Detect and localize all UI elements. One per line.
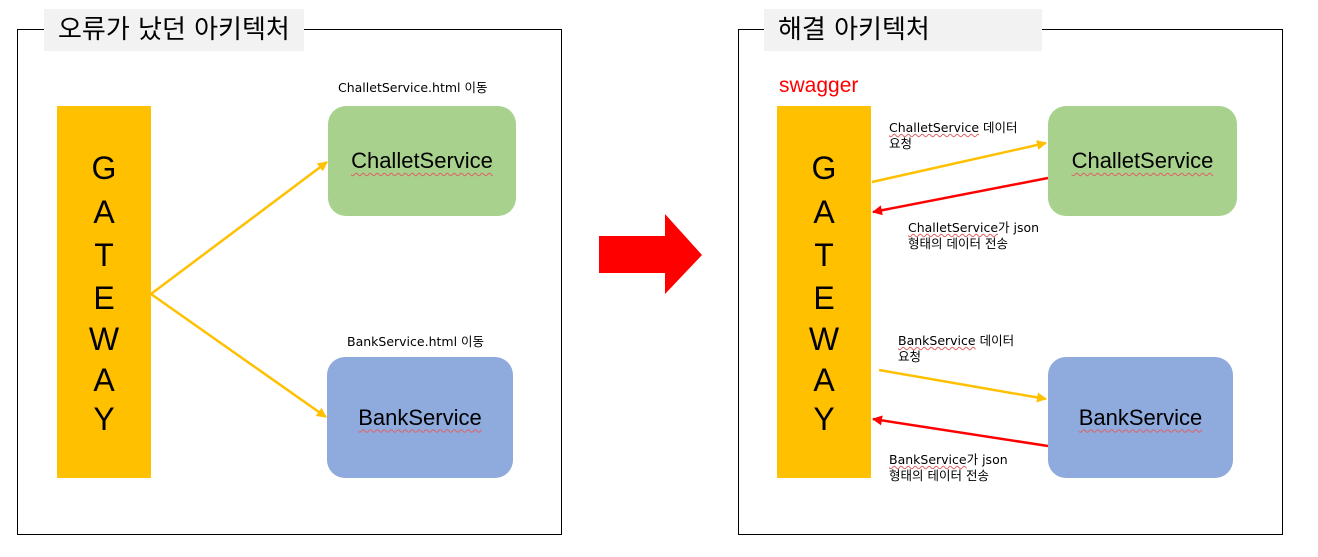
gateway-letter: A (93, 362, 115, 398)
note-service-name: ChalletService (889, 120, 980, 135)
gateway-letter: T (814, 237, 834, 273)
right-gateway: G A T E W A Y (777, 106, 871, 478)
left-bank-note: BankService.html 이동 (347, 334, 485, 349)
left-bank-service-box: BankService (327, 357, 513, 478)
arrow-gateway-to-bank (150, 292, 327, 419)
arrow-challet-response (872, 176, 1049, 216)
challet-response-note: ChalletService가 json 형태의 데이터 전송 (908, 220, 1039, 252)
arrow-bank-request (878, 368, 1047, 403)
gateway-letter: G (91, 150, 117, 186)
note-text: 가 json (966, 452, 1008, 467)
gateway-letter: T (94, 237, 114, 273)
note-service-name: ChalletService (908, 220, 999, 235)
left-challet-service-box: ChalletService (328, 106, 516, 216)
gateway-letter: Y (93, 401, 115, 437)
right-bank-service-box: BankService (1048, 357, 1233, 478)
gateway-letter: A (813, 362, 835, 398)
right-bank-service-label: BankService (1078, 404, 1203, 430)
note-text: 형태의 데이터 전송 (908, 236, 1008, 251)
left-challet-note: ChalletService.html 이동 (338, 80, 488, 95)
left-gateway: G A T E W A Y (57, 106, 151, 478)
right-challet-service-label: ChalletService (1071, 148, 1214, 173)
gateway-letter: A (93, 194, 115, 230)
right-challet-service-box: ChalletService (1048, 106, 1237, 216)
left-challet-service-label: ChalletService (351, 148, 493, 173)
arrow-bank-response (872, 415, 1049, 448)
gateway-letter: E (93, 280, 115, 316)
note-service-name: BankService (898, 333, 976, 348)
note-service-name: BankService (889, 452, 967, 467)
note-text: 데이터 (975, 333, 1015, 348)
gateway-letter: E (813, 280, 835, 316)
gateway-letter: W (88, 321, 120, 357)
arrow-challet-request (871, 140, 1047, 184)
gateway-letter: W (808, 321, 840, 357)
note-text: 형태의 테이터 전송 (889, 468, 989, 483)
swagger-label: swagger (779, 74, 859, 97)
gateway-letter: A (813, 194, 835, 230)
bank-request-note: BankService 데이터 요청 (898, 333, 1014, 365)
gateway-letter: G (811, 150, 837, 186)
transition-arrow-icon (599, 214, 702, 294)
left-panel-title: 오류가 났던 아키텍처 (44, 9, 304, 51)
bank-response-note: BankService가 json 형태의 테이터 전송 (889, 452, 1008, 484)
arrow-gateway-to-challet (150, 161, 328, 295)
left-bank-service-label: BankService (358, 404, 482, 430)
challet-request-note: ChalletService 데이터 요청 (889, 120, 1018, 152)
note-text: 요청 (898, 349, 922, 364)
note-text: 데이터 (979, 120, 1018, 135)
right-panel-title: 해결 아키텍처 (764, 9, 1042, 51)
note-text: 요청 (889, 136, 913, 151)
note-text: 가 json (998, 220, 1040, 235)
gateway-letter: Y (813, 401, 835, 437)
